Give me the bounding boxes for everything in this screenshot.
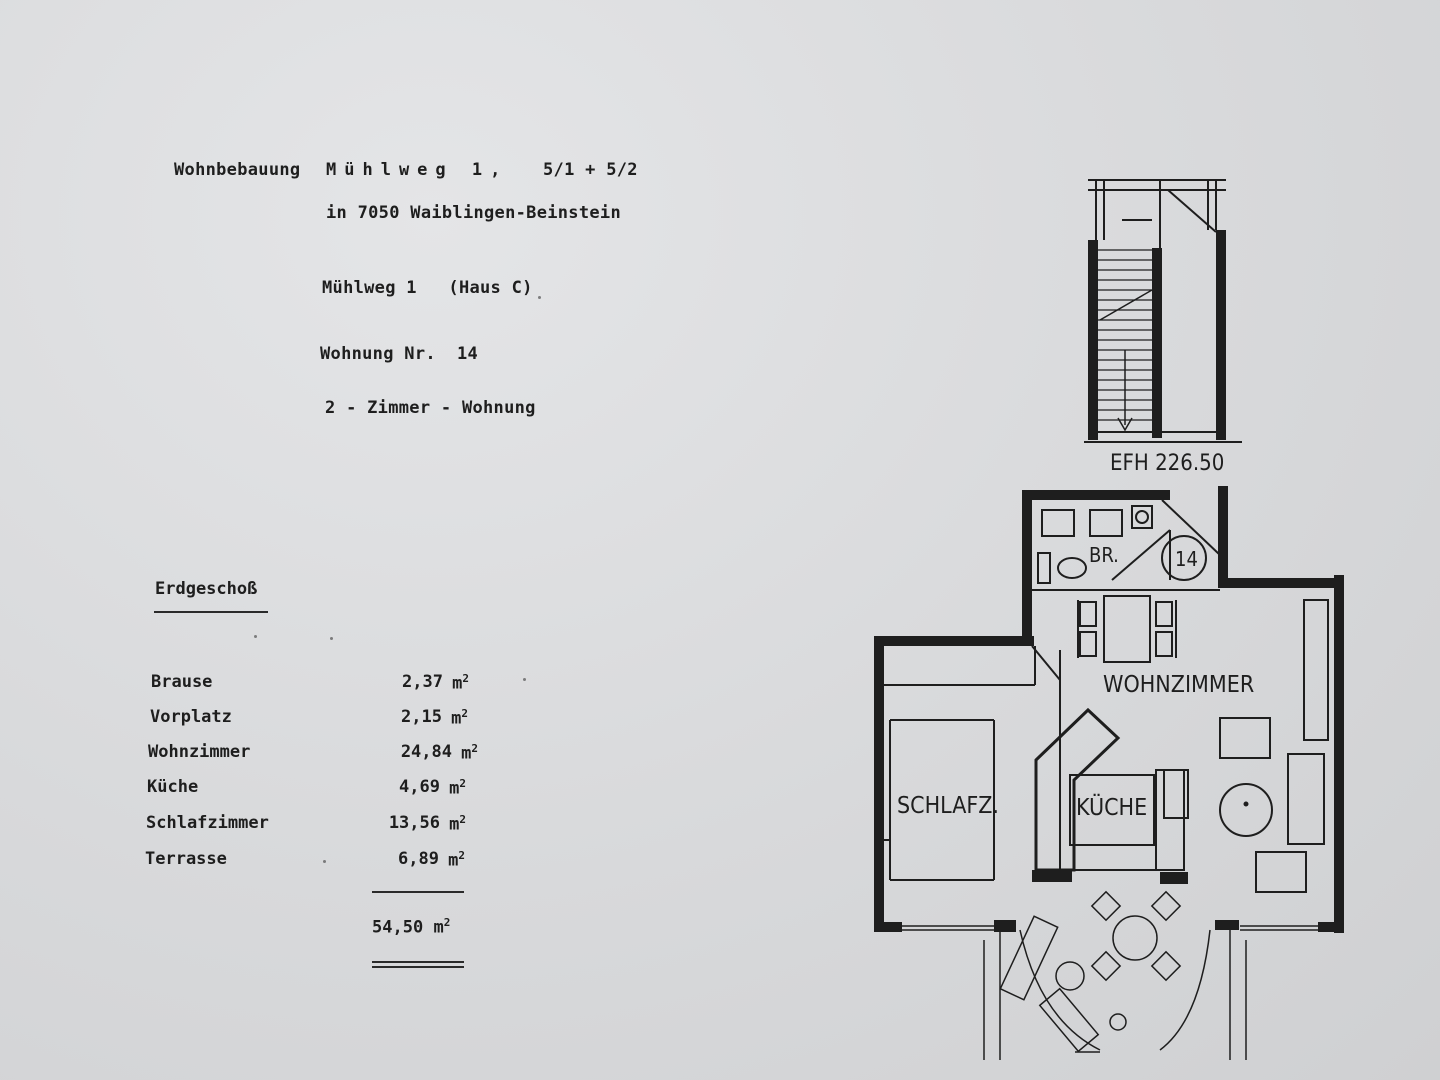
sum-underline bbox=[372, 891, 464, 893]
floor-plan: EFH 226.50 BR. 14 WOHNZIMMER SCHLAFZ. KÜ… bbox=[860, 170, 1380, 1070]
room-unit: m2 bbox=[449, 777, 466, 799]
living-furniture bbox=[1163, 599, 1329, 893]
room-name: Küche bbox=[147, 777, 199, 797]
floor-plan-drawing: EFH 226.50 BR. 14 WOHNZIMMER SCHLAFZ. KÜ… bbox=[874, 179, 1344, 1060]
room-row: Brause 2,37 m2 bbox=[151, 672, 491, 700]
terrace bbox=[902, 890, 1318, 1060]
room-area: 24,84 bbox=[400, 742, 452, 762]
room-name: Terrasse bbox=[145, 849, 227, 869]
dining-table bbox=[1077, 595, 1177, 663]
paper-speck bbox=[323, 860, 326, 863]
room-unit: m2 bbox=[451, 707, 468, 729]
room-area: 2,37 bbox=[402, 672, 443, 692]
project-label: Wohnbebauung bbox=[174, 160, 301, 180]
house-address: Mühlweg 1 (Haus C) bbox=[322, 278, 533, 298]
room-unit: m2 bbox=[452, 672, 469, 694]
project-street: Mühlweg 1, bbox=[326, 160, 509, 180]
paper-speck bbox=[330, 637, 333, 640]
room-name: Wohnzimmer bbox=[148, 742, 251, 762]
apartment-type: 2 - Zimmer - Wohnung bbox=[325, 398, 536, 418]
room-row: Schlafzimmer 13,56 m2 bbox=[146, 813, 486, 841]
room-unit: m2 bbox=[461, 742, 478, 764]
bathroom-label: BR. bbox=[1089, 543, 1119, 567]
paper-speck bbox=[538, 296, 541, 299]
apartment-number: Wohnung Nr. 14 bbox=[320, 344, 479, 364]
total-double-underline bbox=[372, 961, 464, 968]
paper-speck bbox=[523, 678, 526, 681]
room-label-schlafz: SCHLAFZ. bbox=[897, 793, 999, 819]
project-location: in 7050 Waiblingen-Beinstein bbox=[326, 203, 621, 223]
room-area: 2,15 bbox=[401, 707, 442, 727]
staircase bbox=[1084, 179, 1242, 443]
floor-title-underline bbox=[154, 611, 268, 613]
room-label-kueche: KÜCHE bbox=[1076, 793, 1147, 821]
room-row: Vorplatz 2,15 m2 bbox=[150, 707, 490, 735]
room-area: 4,69 bbox=[399, 777, 440, 797]
room-unit: m2 bbox=[448, 849, 465, 871]
room-name: Vorplatz bbox=[150, 707, 232, 727]
level-label: EFH 226.50 bbox=[1110, 451, 1224, 476]
room-area: 13,56 bbox=[388, 813, 440, 833]
room-name: Brause bbox=[151, 672, 213, 692]
paper-speck bbox=[254, 635, 257, 638]
room-row: Wohnzimmer 24,84 m2 bbox=[148, 742, 488, 770]
room-row: Küche 4,69 m2 bbox=[147, 777, 487, 805]
room-name: Schlafzimmer bbox=[146, 813, 269, 833]
room-label-wohnzimmer: WOHNZIMMER bbox=[1103, 672, 1254, 698]
project-house-numbers: 5/1 + 5/2 bbox=[543, 160, 638, 180]
room-row: Terrasse 6,89 m2 bbox=[145, 849, 485, 877]
floor-title: Erdgeschoß bbox=[155, 579, 258, 599]
room-unit: m2 bbox=[449, 813, 466, 835]
total-area: 54,50 m2 bbox=[372, 916, 451, 938]
room-area: 6,89 bbox=[398, 849, 439, 869]
outer-walls bbox=[874, 486, 1344, 933]
unit-number: 14 bbox=[1175, 547, 1198, 571]
bathroom bbox=[1037, 499, 1221, 584]
